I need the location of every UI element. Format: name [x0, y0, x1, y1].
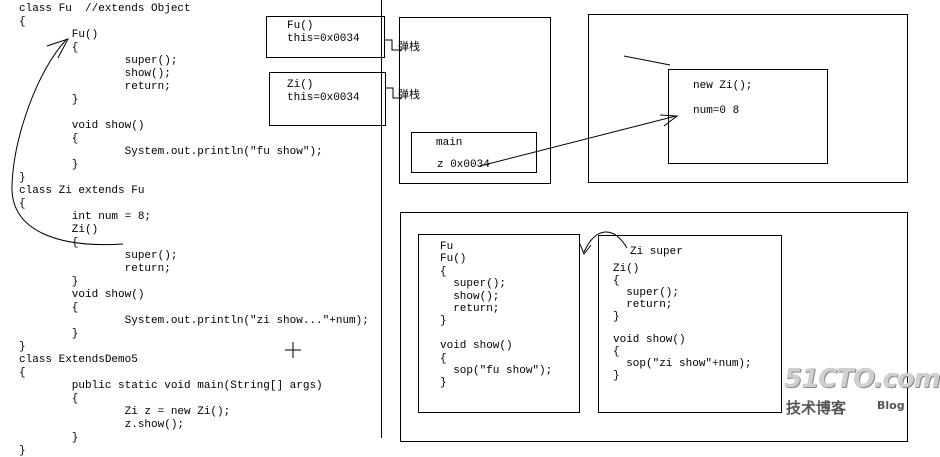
class-code-line: sop("fu show");: [440, 365, 553, 377]
class-code-line: show();: [440, 290, 500, 303]
class-code-line: Fu: [440, 241, 454, 253]
watermark-blog: Blog: [877, 399, 905, 412]
code-line: {: [19, 133, 79, 145]
code-line: {: [19, 16, 26, 28]
zi-frame-this: this=0x0034: [287, 92, 360, 104]
zi-pop-label: 弹栈: [398, 88, 420, 101]
code-line: }: [19, 276, 79, 288]
fu-pop-label: 弹栈: [398, 40, 420, 53]
divider: [381, 0, 382, 438]
class-code-line: void show(): [613, 334, 686, 347]
class-code-line: }: [613, 370, 620, 383]
cursor-crosshair: [285, 342, 301, 358]
fu-stack-frame: Fu() this=0x0034: [266, 16, 385, 58]
zi-class-header: Zi super: [630, 246, 683, 258]
main-frame: main z 0x0034: [411, 132, 537, 173]
code-line: {: [19, 302, 79, 314]
class-code-line: }: [613, 310, 620, 323]
code-line: class ExtendsDemo5: [19, 354, 138, 366]
code-line: }: [19, 341, 26, 353]
class-code-line: {: [440, 265, 447, 278]
code-line: }: [19, 328, 79, 340]
zi-stack-frame: Zi() this=0x0034: [269, 72, 386, 126]
code-line: Zi z = new Zi();: [19, 406, 231, 418]
code-line: return;: [19, 263, 171, 275]
code-line: System.out.println("zi show..."+num);: [19, 315, 369, 327]
code-line: }: [19, 159, 79, 171]
class-code-line: return;: [613, 298, 673, 311]
code-line: return;: [19, 81, 171, 93]
class-code-line: {: [613, 274, 620, 287]
heap-object: new Zi(); num=0 8: [668, 69, 828, 164]
class-code-line: super();: [613, 286, 680, 299]
code-line: {: [19, 367, 26, 379]
class-code-line: }: [440, 377, 447, 390]
heap-pointer-line: [623, 55, 671, 66]
main-frame-var: z 0x0034: [437, 159, 490, 171]
code-line: Fu(): [19, 29, 99, 41]
reference-arrow: [479, 115, 677, 167]
class-code-line: {: [613, 346, 620, 359]
code-line: {: [19, 393, 79, 405]
code-line: void show(): [19, 120, 145, 132]
class-code-line: void show(): [440, 340, 513, 353]
watermark-sub: 技术博客: [786, 399, 847, 417]
code-line: class Zi extends Fu: [19, 185, 145, 197]
heap-object-new: new Zi();: [693, 80, 753, 92]
class-code-line: Zi(): [613, 263, 640, 275]
class-code-line: sop("zi show"+num);: [613, 358, 752, 371]
heap-object-num: num=0 8: [693, 105, 740, 117]
super-call-curve: [11, 39, 124, 246]
code-line: System.out.println("fu show");: [19, 146, 323, 158]
stack-area: [399, 17, 551, 184]
zi-frame-connector: [386, 87, 402, 99]
code-line: show();: [19, 68, 171, 80]
fu-frame-this: this=0x0034: [287, 33, 360, 45]
super-link-arrowhead: [579, 243, 592, 255]
code-line: super();: [19, 250, 178, 262]
class-code-line: }: [440, 315, 447, 328]
super-call-arrowhead: [46, 38, 70, 59]
code-line: }: [19, 94, 79, 106]
class-code-line: Fu(): [440, 253, 467, 266]
zi-frame-name: Zi(): [287, 79, 314, 91]
heap-area: [588, 14, 908, 183]
code-line: class Fu //extends Object: [19, 3, 191, 15]
code-line: {: [19, 42, 79, 54]
class-code-line: return;: [440, 303, 500, 315]
watermark-brand: 51CTO.com: [784, 364, 940, 394]
code-line: z.show();: [19, 419, 185, 431]
code-line: }: [19, 445, 26, 457]
code-line: Zi(): [19, 224, 99, 236]
class-code-line: super();: [440, 278, 507, 291]
code-line: {: [19, 198, 26, 210]
code-line: int num = 8;: [19, 211, 152, 223]
zi-class-box: Zi super Zi(){ super(); return;}void sho…: [598, 235, 782, 413]
fu-frame-name: Fu(): [287, 20, 314, 32]
code-line: void show(): [19, 289, 145, 301]
fu-frame-connector: [384, 39, 402, 51]
diagram-arrows: [11, 38, 679, 358]
method-area: [400, 212, 908, 442]
code-line: super();: [19, 55, 178, 67]
main-frame-title: main: [436, 137, 463, 149]
reference-arrowhead: [659, 114, 679, 127]
code-line: }: [19, 432, 79, 444]
code-line: public static void main(String[] args): [19, 380, 323, 392]
code-line: }: [19, 172, 26, 184]
super-link-curve: [583, 231, 628, 253]
class-code-line: {: [440, 352, 447, 365]
